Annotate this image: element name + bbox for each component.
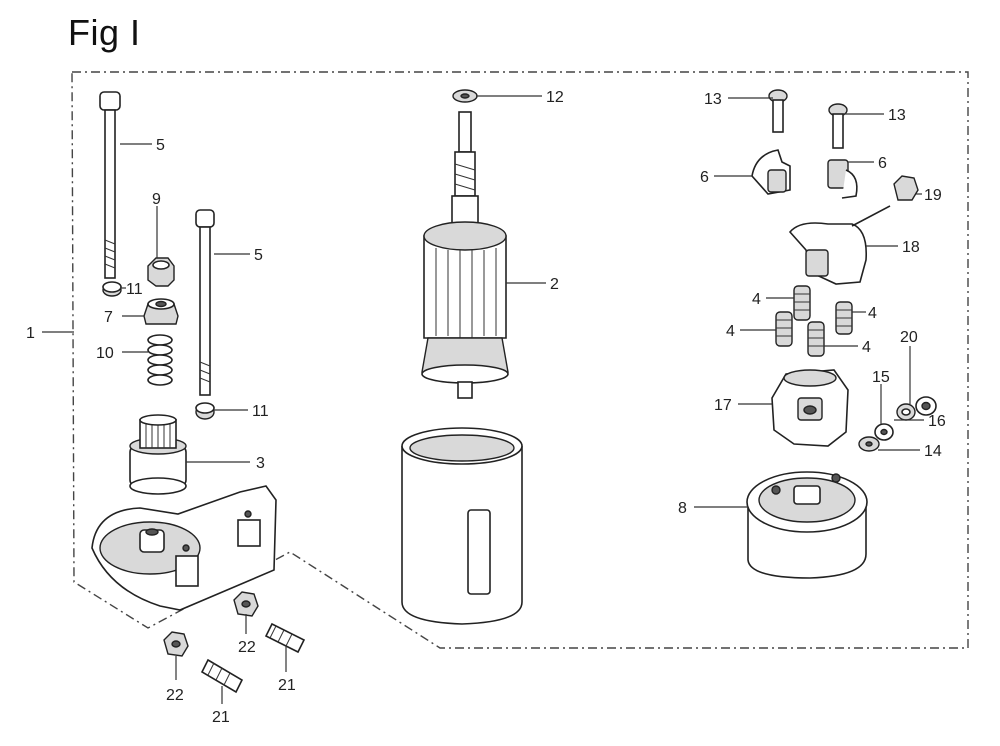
callout-4-d: 4 xyxy=(862,339,871,356)
assembly-frame xyxy=(71,71,969,649)
part-terminal-nut-lower[interactable] xyxy=(915,396,937,416)
callout-18: 18 xyxy=(902,239,920,256)
part-stud-bolt-left[interactable] xyxy=(200,658,244,694)
callout-4-a: 4 xyxy=(752,291,761,308)
callout-7: 7 xyxy=(104,309,113,326)
part-brush-spring-1[interactable] xyxy=(793,285,811,321)
callout-5-left: 5 xyxy=(156,137,165,154)
part-screw-right[interactable] xyxy=(828,103,848,149)
part-screw-left[interactable] xyxy=(768,89,788,133)
callout-22-right: 22 xyxy=(238,639,256,656)
part-through-bolt-right[interactable] xyxy=(195,209,215,396)
part-nut-left[interactable] xyxy=(102,281,122,297)
part-brush-holder-plate[interactable] xyxy=(788,205,891,285)
part-flange-nut-left[interactable] xyxy=(163,631,189,657)
part-through-bolt-left[interactable] xyxy=(99,91,121,279)
callout-12: 12 xyxy=(546,89,564,106)
part-yoke-housing[interactable] xyxy=(401,427,523,625)
part-stud-bolt-right[interactable] xyxy=(264,622,306,654)
callout-14: 14 xyxy=(924,443,942,460)
callout-11-left: 11 xyxy=(126,281,143,298)
part-nut-right[interactable] xyxy=(195,402,215,420)
callout-5-right: 5 xyxy=(254,247,263,264)
callout-17: 17 xyxy=(714,397,732,414)
part-insulator-washer[interactable] xyxy=(874,423,894,441)
callout-6-right: 6 xyxy=(878,155,887,172)
part-pinion-spring[interactable] xyxy=(147,334,173,386)
callout-3: 3 xyxy=(256,455,265,472)
callout-10: 10 xyxy=(96,345,114,362)
part-stop-collar[interactable] xyxy=(143,298,179,325)
part-hex-nut[interactable] xyxy=(147,257,175,287)
callout-21-right: 21 xyxy=(278,677,296,694)
part-brush-holder[interactable] xyxy=(771,369,849,447)
part-washer-top[interactable] xyxy=(452,89,478,103)
callout-22-left: 22 xyxy=(166,687,184,704)
part-pinion-gear[interactable] xyxy=(129,414,187,495)
callout-1: 1 xyxy=(26,325,35,342)
part-front-cover-bracket[interactable] xyxy=(91,485,277,611)
part-washer-outer[interactable] xyxy=(858,436,880,452)
callout-4-c: 4 xyxy=(726,323,735,340)
callout-13-left: 13 xyxy=(704,91,722,108)
callout-13-right: 13 xyxy=(888,107,906,124)
part-brush-spring-4[interactable] xyxy=(807,321,825,357)
part-terminal-nut[interactable] xyxy=(893,175,919,201)
callout-4-b: 4 xyxy=(868,305,877,322)
callout-15: 15 xyxy=(872,369,890,386)
callout-21-left: 21 xyxy=(212,709,230,726)
part-brush-left[interactable] xyxy=(751,149,791,195)
figure-title: Fig I xyxy=(68,12,141,53)
callout-16: 16 xyxy=(928,413,946,430)
part-brush-right[interactable] xyxy=(827,159,858,199)
callout-6-left: 6 xyxy=(700,169,709,186)
callout-9: 9 xyxy=(152,191,161,208)
callout-20: 20 xyxy=(900,329,918,346)
leader-lines xyxy=(42,95,924,704)
callout-11-right: 11 xyxy=(252,403,269,420)
part-flange-nut-right[interactable] xyxy=(233,591,259,617)
callout-8: 8 xyxy=(678,500,687,517)
part-brush-spring-3[interactable] xyxy=(775,311,793,347)
part-lock-washer[interactable] xyxy=(896,403,916,421)
callout-2: 2 xyxy=(550,276,559,293)
callout-19: 19 xyxy=(924,187,942,204)
part-rear-cover[interactable] xyxy=(746,471,868,579)
part-brush-spring-2[interactable] xyxy=(835,301,853,335)
part-armature[interactable] xyxy=(421,111,509,399)
